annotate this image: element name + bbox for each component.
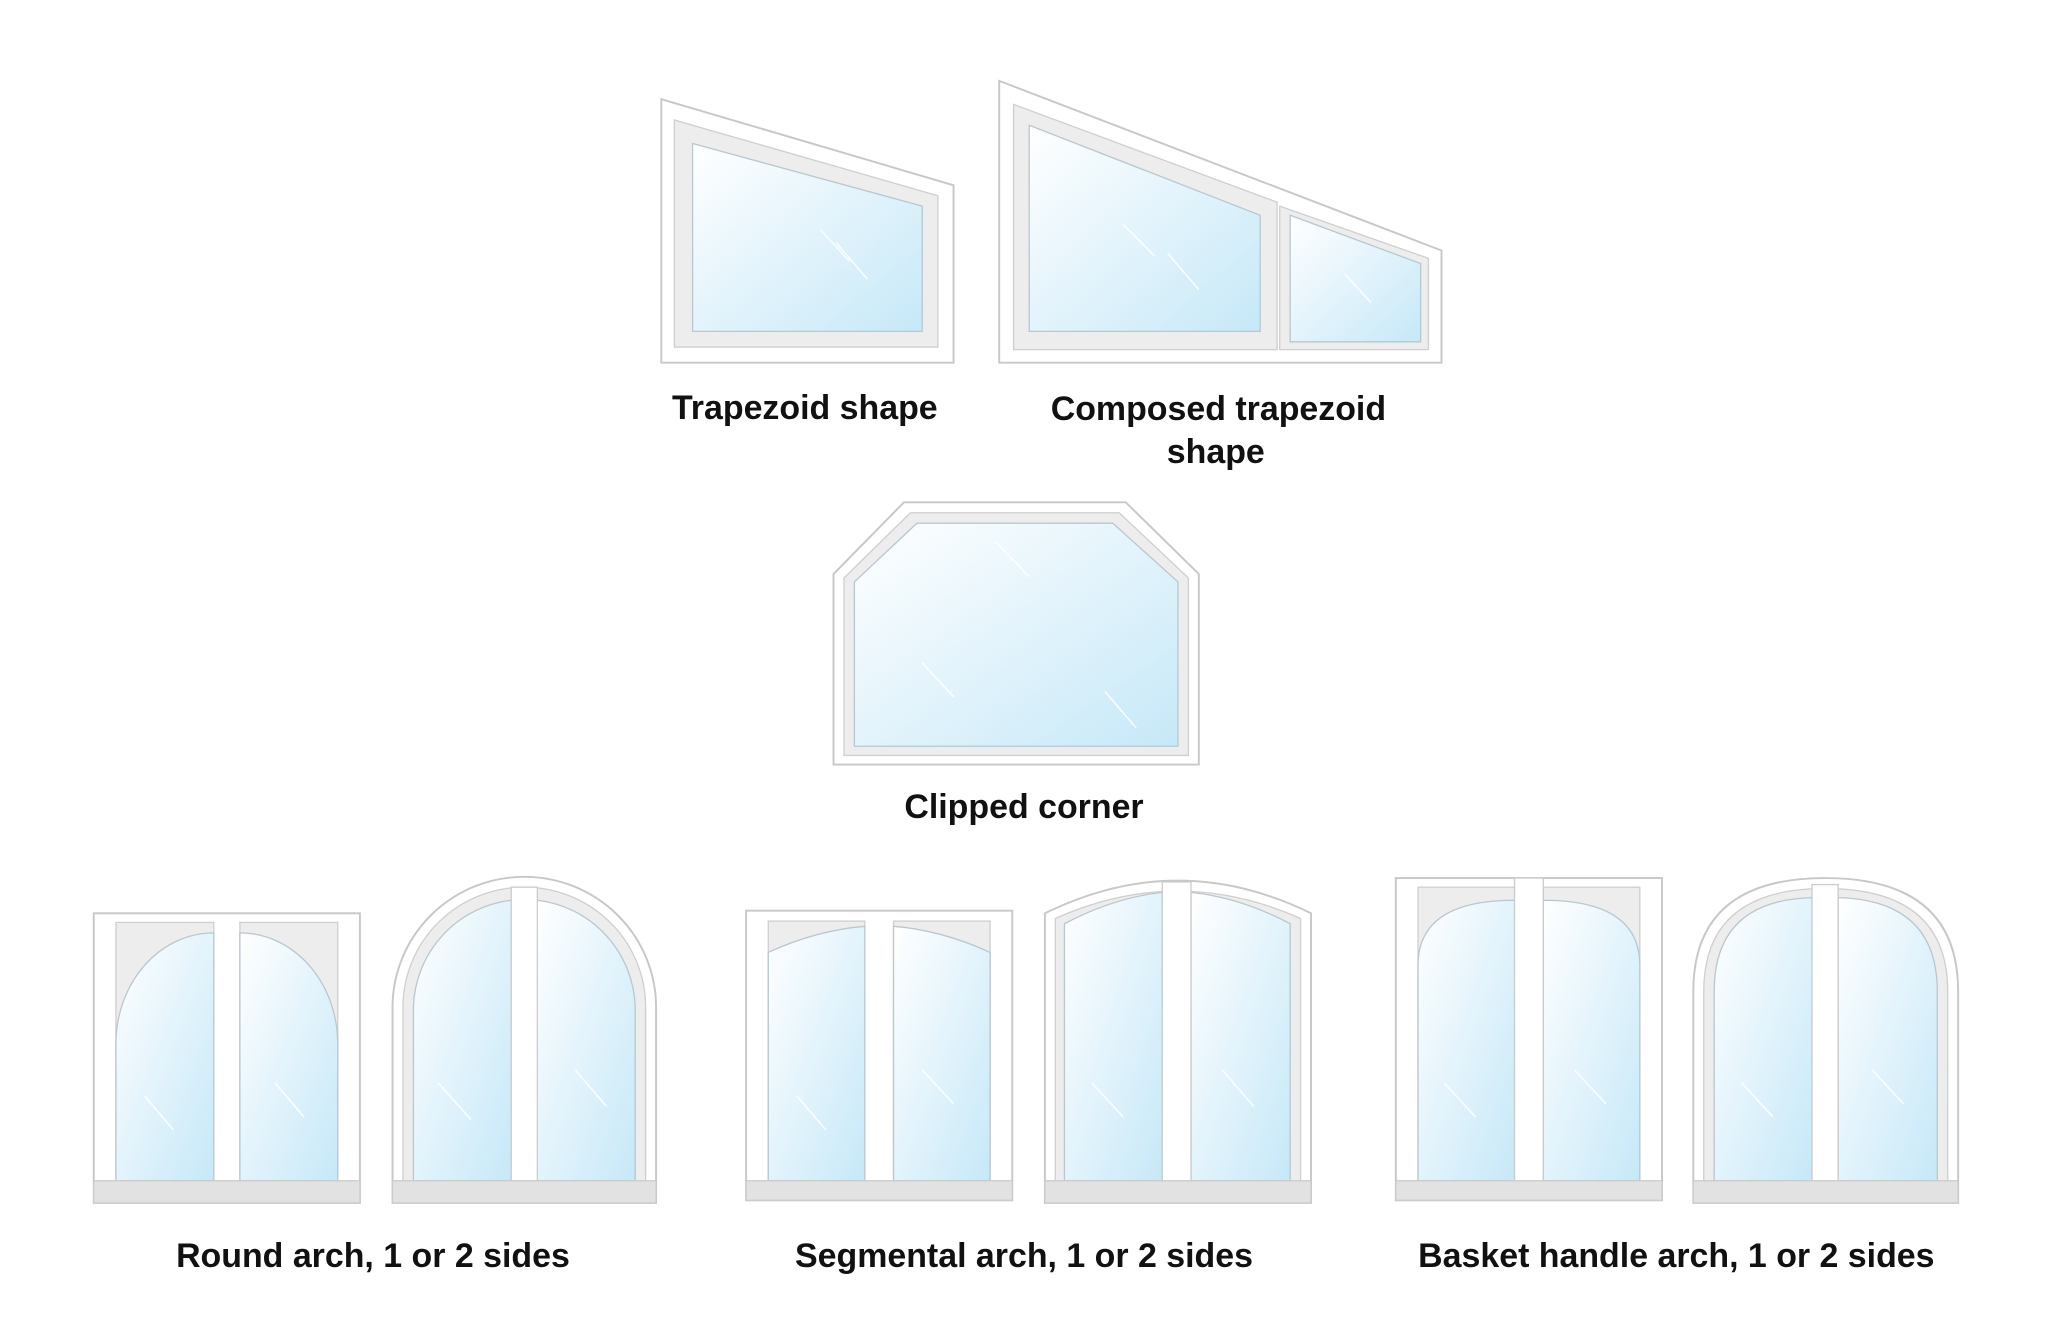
label-composed-trapezoid-line2: shape	[1167, 433, 1265, 471]
label-trapezoid: Trapezoid shape	[672, 389, 938, 427]
clipped-corner-window	[832, 501, 1200, 766]
basket-handle-arch-window-one-side	[1394, 877, 1663, 1202]
basket-handle-arch-window-two-sides	[1692, 877, 1960, 1204]
label-segmental-arch: Segmental arch, 1 or 2 sides	[795, 1237, 1253, 1275]
label-clipped-corner: Clipped corner	[904, 788, 1143, 826]
round-arch-window-one-side	[92, 912, 361, 1204]
segmental-arch-window-one-side	[745, 909, 1014, 1202]
composed-trapezoid-window	[998, 79, 1443, 364]
trapezoid-window	[660, 97, 955, 364]
label-round-arch: Round arch, 1 or 2 sides	[176, 1237, 570, 1275]
label-composed-trapezoid-line1: Composed trapezoid	[1051, 390, 1386, 428]
round-arch-window-two-sides	[391, 875, 658, 1204]
label-basket-handle-arch: Basket handle arch, 1 or 2 sides	[1418, 1237, 1934, 1275]
segmental-arch-window-two-sides	[1043, 879, 1313, 1204]
